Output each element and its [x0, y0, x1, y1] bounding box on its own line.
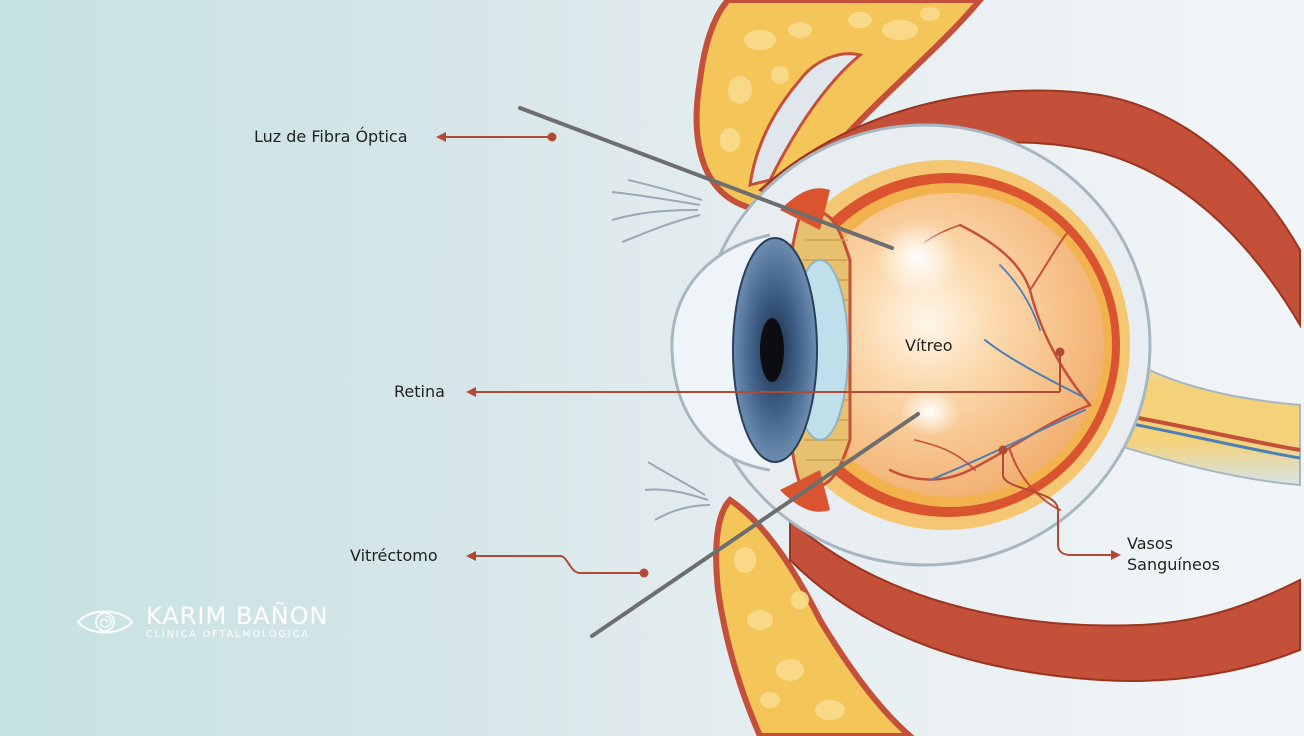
label-vitrectome: Vitréctomo	[350, 546, 438, 565]
leader-vessels-arrow	[1111, 550, 1121, 560]
eyeball	[670, 123, 1152, 567]
leader-vessels-dot	[998, 445, 1008, 455]
logo-name: KARIM BAÑON	[146, 602, 329, 630]
label-vessels-line1: Vasos	[1127, 534, 1173, 553]
eyelashes	[611, 179, 711, 521]
leader-retina-arrow	[466, 387, 476, 397]
label-fiber-light: Luz de Fibra Óptica	[254, 127, 408, 146]
leader-vitrectome	[472, 555, 644, 574]
pupil	[760, 318, 784, 382]
retina-vessels	[888, 223, 1092, 511]
label-vessels-line2: Sanguíneos	[1127, 555, 1220, 574]
vitrectome-glow	[900, 388, 960, 436]
eye-logo-icon	[76, 610, 134, 634]
leader-vitrectome-dot	[639, 568, 649, 578]
leader-lines	[442, 136, 1115, 574]
lower-muscle	[789, 517, 1301, 682]
leader-fiber-light-arrow	[436, 132, 446, 142]
label-retina: Retina	[394, 382, 445, 401]
vitrectome-probe	[590, 412, 920, 638]
lower-eyelid	[713, 496, 915, 736]
logo-subtitle: CLÍNICA OFTALMOLÓGICA	[146, 629, 310, 640]
label-vitreous: Vítreo	[905, 336, 953, 355]
fiber-optic-probe	[518, 106, 894, 250]
label-vessels: Vasos Sanguíneos	[1127, 533, 1220, 575]
leader-fiber-light-dot	[547, 132, 557, 142]
clinic-logo: KARIM BAÑON CLÍNICA OFTALMOLÓGICA	[76, 600, 329, 644]
fiber-light-glow	[876, 220, 960, 296]
leader-vessels	[1002, 450, 1115, 556]
leader-vitrectome-arrow	[466, 551, 476, 561]
upper-eyelid	[693, 0, 984, 214]
